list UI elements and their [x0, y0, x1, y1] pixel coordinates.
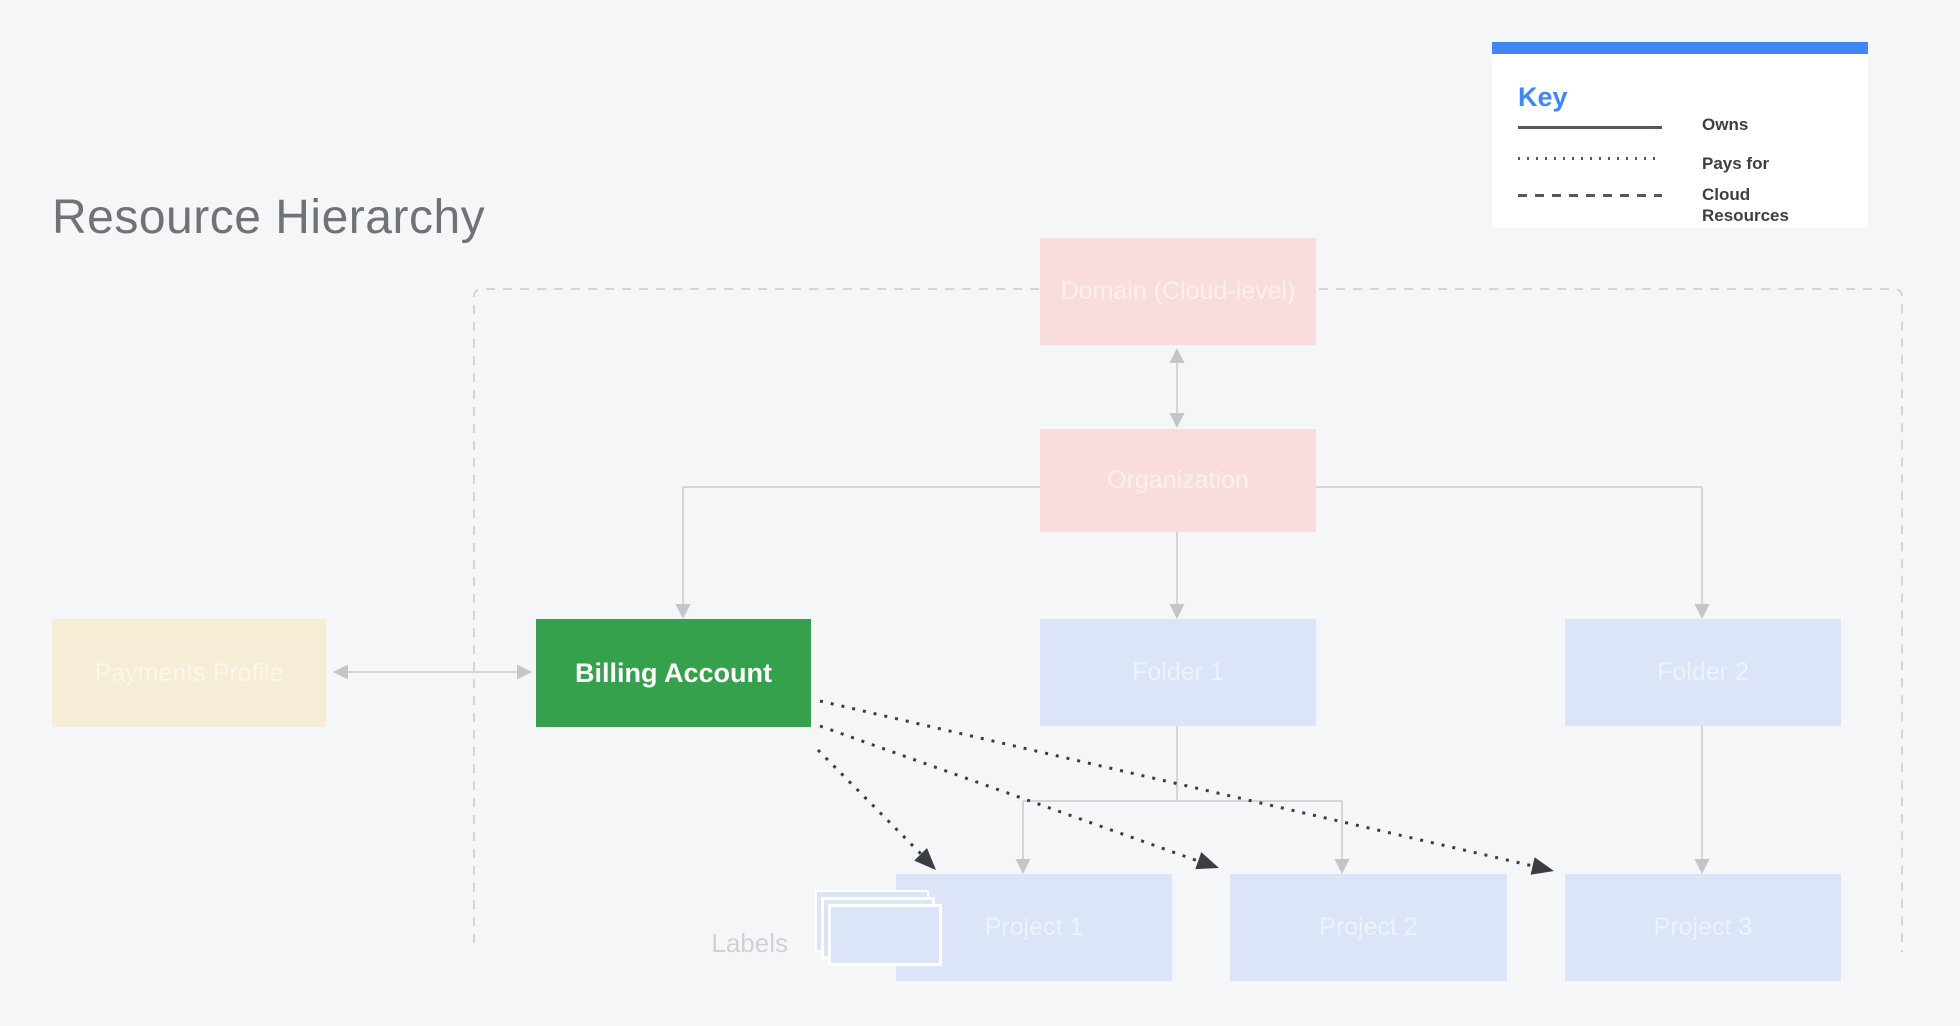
node-folder-2-label: Folder 2 [1657, 658, 1749, 686]
node-payments-profile: Payments Profile [52, 619, 326, 727]
pays-for-line-billing-to-project3 [819, 699, 1534, 868]
pays-for-arrowhead-project2 [1195, 852, 1219, 870]
pays-for-arrowhead-project3 [1530, 857, 1554, 875]
gray-arrowheads [333, 348, 1710, 874]
dotted-line-sample [1518, 157, 1662, 160]
node-folder-2: Folder 2 [1565, 619, 1841, 726]
node-folder-1: Folder 1 [1040, 619, 1316, 726]
pays-for-line-billing-to-project2 [819, 724, 1199, 863]
node-project-2-label: Project 2 [1319, 913, 1418, 941]
dashed-line-sample [1518, 194, 1662, 197]
node-project-1: Project 1 [896, 874, 1172, 981]
key-label-pays-for: Pays for [1702, 154, 1770, 173]
key-label-owns: Owns [1702, 115, 1749, 134]
arrowhead-to-billing [675, 604, 691, 619]
arrowhead-to-project1 [1015, 859, 1031, 874]
node-billing-account-label: Billing Account [575, 657, 772, 688]
label-cards-icon [828, 904, 942, 966]
arrowhead-to-project3 [1694, 859, 1710, 874]
key-panel: Key Owns Pays for Cloud Resources [1492, 42, 1868, 228]
key-accent-bar [1492, 42, 1868, 54]
node-project-3-label: Project 3 [1653, 913, 1753, 941]
dark-arrowheads [914, 848, 1554, 875]
node-folder-1-label: Folder 1 [1132, 658, 1224, 686]
key-label-cloud-resources: Cloud Resources [1702, 185, 1789, 225]
key-title: Key [1518, 82, 1568, 112]
node-domain: Domain (Cloud-level) [1040, 238, 1316, 345]
page-title: Resource Hierarchy [52, 191, 486, 244]
arrowhead-to-org [1169, 413, 1185, 428]
arrowhead-to-payments [333, 664, 348, 680]
node-project-2: Project 2 [1230, 874, 1507, 981]
node-billing-account: Billing Account [536, 619, 811, 727]
arrowhead-to-project2 [1334, 859, 1350, 874]
pays-for-line-billing-to-project1 [816, 748, 923, 856]
node-domain-label: Domain (Cloud-level) [1060, 277, 1296, 305]
arrowhead-to-folder1 [1169, 604, 1185, 619]
arrowhead-to-billing-left [517, 664, 532, 680]
node-project-3: Project 3 [1565, 874, 1841, 981]
node-organization: Organization [1040, 429, 1316, 532]
pays-for-arrowhead-project1 [914, 848, 936, 870]
labels-caption: Labels [711, 928, 788, 958]
node-project-1-label: Project 1 [984, 913, 1084, 941]
arrowhead-to-folder2 [1694, 604, 1710, 619]
node-payments-profile-label: Payments Profile [94, 658, 284, 687]
arrowhead-to-domain [1169, 348, 1185, 363]
solid-line-sample [1518, 126, 1662, 129]
node-organization-label: Organization [1107, 466, 1249, 494]
